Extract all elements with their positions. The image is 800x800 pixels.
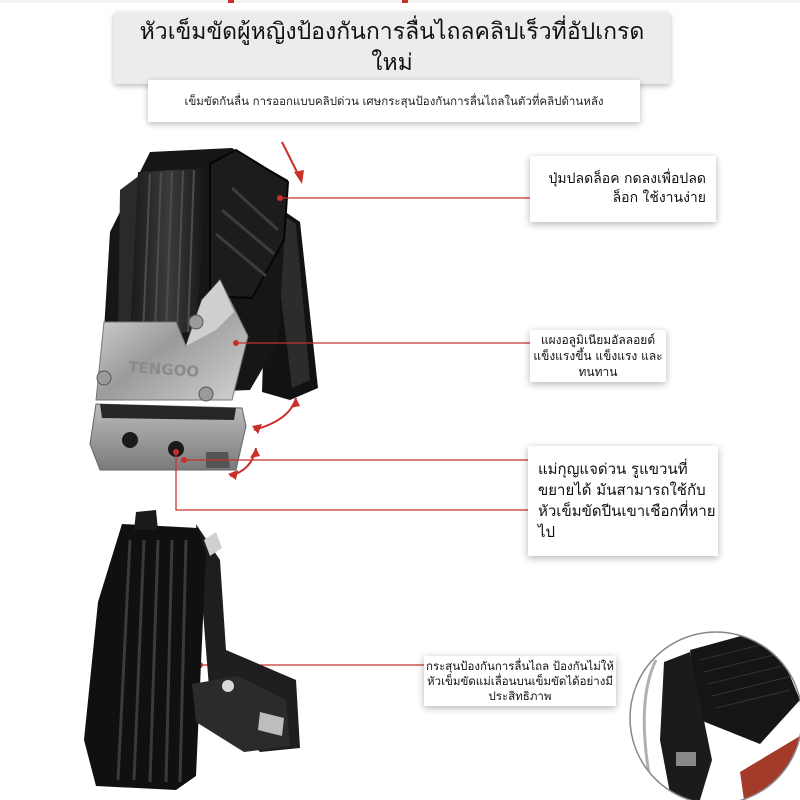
title-banner: หัวเข็มขัดผู้หญิงป้องกันการลื่นไถลคลิปเร…	[114, 12, 670, 84]
screw-icon	[198, 386, 214, 402]
hanging-hole	[122, 432, 138, 448]
back-plate-ribs	[116, 539, 188, 783]
unlock-button-ridges	[215, 186, 280, 278]
callout-key-ring: แม่กุญแจด่วน รูแขวนที่ขยายได้ มันสามารถใ…	[528, 446, 718, 556]
callout-anti-slip-text: กระสุนป้องกันการลื่นไถล ป้องกันไม่ให้หัว…	[425, 658, 614, 703]
top-strip-marker	[402, 0, 408, 3]
inset-ring	[629, 631, 800, 800]
screw-icon	[188, 314, 204, 330]
grip-ribs	[142, 169, 195, 335]
inset-carabiner	[642, 659, 658, 781]
buckle-back-view	[84, 510, 300, 790]
buckle-top: TENGOO	[89, 141, 318, 480]
subtitle-banner: เข็มขัดกันลื่น การออกแบบคลิปด่วน เศษกระส…	[148, 80, 640, 122]
callout-key-ring-text: แม่กุญแจด่วน รูแขวนที่ขยายได้ มันสามารถใ…	[538, 460, 716, 541]
anti-slip-block	[192, 676, 290, 752]
rotate-arrow-head-icon	[252, 398, 300, 434]
inset-detail	[629, 631, 800, 800]
back-plate-top-tab	[134, 510, 158, 530]
page-title: หัวเข็มขัดผู้หญิงป้องกันการลื่นไถลคลิปเร…	[139, 19, 645, 76]
anti-slip-stud	[222, 680, 234, 692]
inset-belt-strap	[690, 632, 800, 744]
callout-unlock-text: ปุ่มปลดล็อค กดลงเพื่อปลดล็อก ใช้งานง่าย	[548, 171, 706, 206]
callout-unlock-button: ปุ่มปลดล็อค กดลงเพื่อปลดล็อก ใช้งานง่าย	[530, 156, 716, 222]
callout-anti-slip: กระสุนป้องกันการลื่นไถล ป้องกันไม่ให้หัว…	[424, 656, 616, 706]
buckle-bottom-strip	[100, 404, 236, 420]
callout-aluminum-text: แผงอลูมิเนียมอัลลอยด์ แข็งแรงขึ้น แข็งแร…	[533, 333, 663, 379]
anti-slip-clip	[258, 712, 284, 736]
screw-icon	[96, 370, 112, 386]
page-subtitle: เข็มขัดกันลื่น การออกแบบคลิปด่วน เศษกระส…	[184, 94, 604, 108]
top-strip-marker	[228, 0, 234, 3]
inset-latch	[676, 752, 696, 766]
back-rivet	[204, 532, 222, 556]
back-plate	[84, 524, 206, 790]
top-strip	[0, 0, 800, 3]
aluminum-plate-bevel	[186, 280, 234, 346]
rotate-arrow-head-icon	[228, 448, 260, 480]
brand-engraving: TENGOO	[128, 358, 200, 381]
inset-buckle	[660, 652, 712, 800]
press-arrow-head-icon	[294, 170, 304, 184]
callout-aluminum-panel: แผงอลูมิเนียมอัลลอยด์ แข็งแรงขึ้น แข็งแร…	[530, 330, 666, 382]
